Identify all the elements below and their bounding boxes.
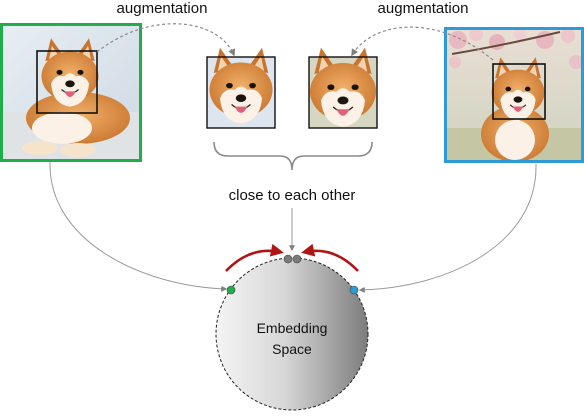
embedding-point-right: [349, 285, 359, 295]
left-source-connector: [49, 161, 228, 292]
left-frame-border: [0, 23, 142, 162]
right-frame-border: [444, 27, 584, 163]
augmentation-arrow-left: [96, 23, 236, 57]
grouping-brace: [213, 141, 373, 171]
crop-box-left: [36, 50, 98, 114]
left-source-image: [1, 24, 140, 160]
right-source-connector: [358, 163, 537, 293]
pull-arrow-right: [301, 243, 359, 272]
right-source-image: [445, 27, 583, 162]
augmentation-arrow-right: [351, 26, 494, 61]
embedding-label-line2: Space: [272, 341, 312, 357]
embedding-label-line1: Embedding: [257, 320, 328, 336]
close-caption: close to each other: [229, 187, 356, 204]
augmentation-label-left: augmentation: [117, 0, 208, 17]
embedding-point-center-b: [292, 254, 302, 264]
crop-image-a: [206, 47, 276, 129]
augmentation-label-right: augmentation: [378, 0, 469, 17]
embedding-point-left: [226, 285, 236, 295]
embedding-point-center-a: [283, 254, 293, 264]
crop-box-right: [492, 63, 546, 120]
crop-image-b: [308, 46, 378, 129]
pull-arrow-left: [225, 243, 284, 272]
